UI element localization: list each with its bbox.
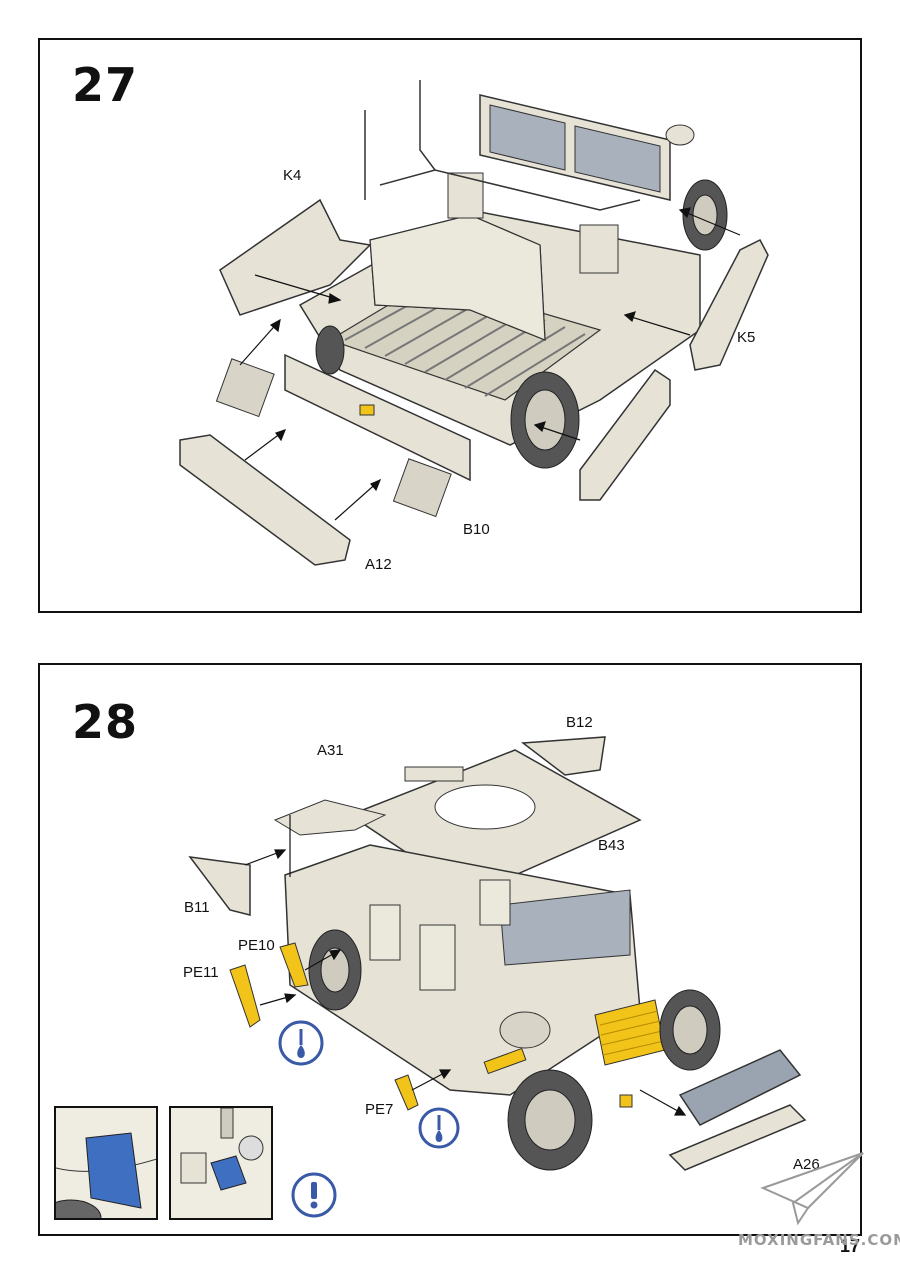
seat	[419, 924, 456, 991]
seat	[579, 224, 619, 274]
wheel	[507, 1069, 593, 1171]
callout-a31: A31	[317, 742, 344, 759]
assembly-arrows	[239, 207, 741, 521]
part-b11	[188, 856, 251, 916]
part-a12	[179, 434, 351, 566]
part-pe11	[229, 964, 261, 1028]
part-k5	[689, 239, 769, 371]
part-a26	[668, 1104, 807, 1171]
part-a31-rail	[273, 799, 387, 836]
highlight-pe-area	[210, 1155, 247, 1191]
windshield-glass-right	[574, 125, 661, 193]
callout-k4: K4	[283, 167, 302, 184]
glue-drop-icon	[278, 1020, 324, 1066]
callout-b43: B43	[598, 837, 625, 854]
step-28-assembly-illustration	[188, 736, 807, 1171]
filler-cap	[665, 124, 695, 146]
tow-eye	[619, 1094, 633, 1108]
step-27-assembly-illustration	[179, 80, 769, 566]
callout-a26: A26	[793, 1156, 820, 1173]
callout-k5: K5	[737, 329, 756, 346]
detail-inset-left	[54, 1106, 158, 1220]
part-k4	[219, 198, 372, 316]
roof-hatch-opening	[434, 784, 536, 830]
air-cleaner	[499, 1011, 551, 1049]
callout-pe7: PE7	[365, 1101, 394, 1118]
wheel	[308, 929, 362, 1011]
wheel	[659, 989, 721, 1071]
paper-plane-logo-icon	[760, 1152, 864, 1226]
step-28-panel: 28	[38, 663, 862, 1236]
part-a31-step	[404, 766, 464, 782]
step-number: 27	[72, 58, 139, 112]
detail-inset-right	[169, 1106, 273, 1220]
watermark-text: MOXINGFANS.COM	[738, 1231, 900, 1249]
part-b12	[520, 736, 606, 776]
tail-light-cluster	[215, 358, 275, 418]
glue-drop-icon	[418, 1107, 460, 1149]
front-bumper-grille	[678, 1049, 802, 1126]
exclamation-icon	[291, 1172, 337, 1218]
highlight-pe-area	[85, 1132, 142, 1209]
bumperette	[483, 1047, 527, 1075]
step-27-panel: 27	[38, 38, 862, 613]
tow-hook	[359, 404, 375, 416]
step-number: 28	[72, 695, 139, 749]
callout-pe10: PE10	[238, 937, 275, 954]
callout-b11: B11	[184, 899, 210, 916]
callout-b12: B12	[566, 714, 593, 731]
wheel	[682, 179, 728, 251]
callout-pe11: PE11	[183, 964, 219, 981]
seat	[369, 904, 401, 961]
tail-light-cluster	[392, 458, 452, 518]
rear-bumper	[284, 353, 471, 482]
assembly-arrows	[244, 815, 687, 1116]
wheel	[510, 371, 580, 469]
windshield	[499, 889, 631, 966]
callout-a12: A12	[365, 556, 392, 573]
page-number: 17	[840, 1236, 861, 1256]
part-pe10	[279, 942, 309, 988]
part-k5-lower	[579, 368, 671, 501]
seat	[479, 879, 511, 926]
windshield-glass-left	[489, 104, 566, 171]
callout-b10: B10	[463, 521, 490, 538]
part-pe7	[394, 1074, 419, 1111]
wheel	[315, 325, 345, 375]
roll-bar-frame	[364, 80, 641, 211]
